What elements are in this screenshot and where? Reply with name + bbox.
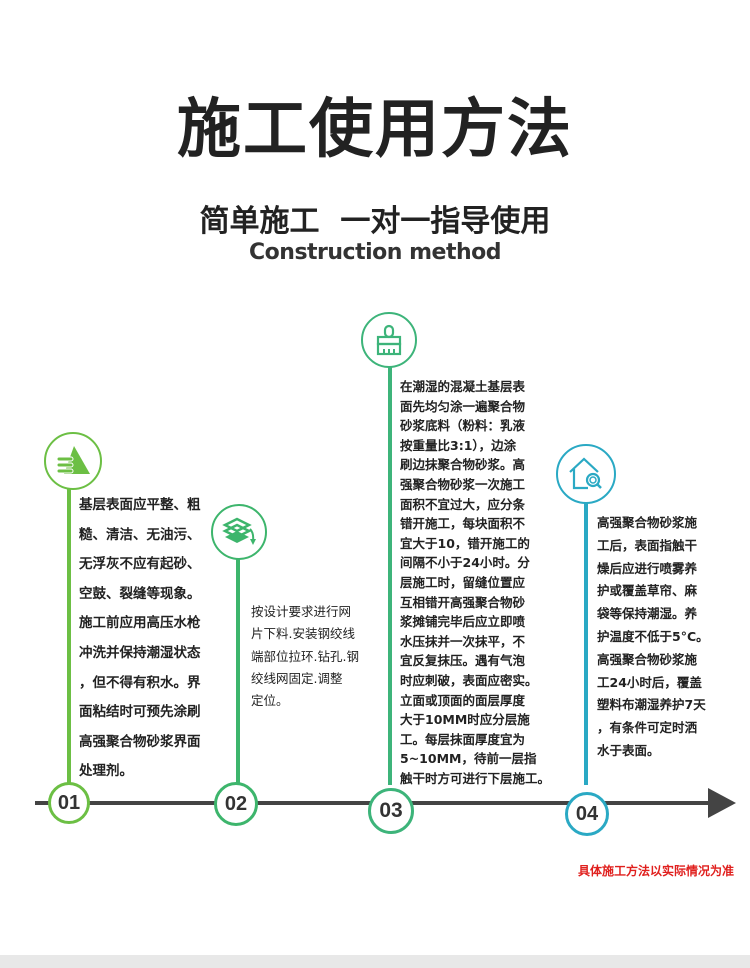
description-line: 糙、清洁、无油污、 [79,526,201,543]
description-line: 间隔不小于24小时。分 [400,555,530,571]
footer-band [0,955,750,968]
description-line: 在潮湿的混凝土基层表 [400,379,526,394]
description-line: 大于10MM时应分层施 [400,712,530,728]
description-line: ，有条件可定时洒 [597,720,698,736]
step-1-icon-circle [44,432,102,490]
step-4-icon-circle [556,444,616,504]
description-line: 宜大于10，错开施工的 [400,535,530,551]
step-1-description: 基层表面应平整、粗糙、清洁、无油污、无浮灰不应有起砂、空鼓、裂缝等现象。施工前应… [79,491,201,787]
timeline-arrow-icon [708,788,736,818]
description-line: 燥后应进行喷雾养 [597,560,698,576]
page-subtitle-english: Construction method [249,240,501,265]
description-line: 高强聚合物砂浆施 [597,515,698,530]
description-line: 空鼓、裂缝等现象。 [79,585,201,602]
step-3-connector [388,365,392,785]
description-line: 护或覆盖草帘、麻 [597,583,698,599]
step-1-connector [67,485,71,785]
description-line: 护温度不低于5°C。 [597,628,709,644]
layers-triangle-icon [56,446,90,474]
description-line: 施工前应用高压水枪 [79,615,201,632]
description-line: 工24小时后，覆盖 [597,674,702,690]
description-line: 浆摊铺完毕后应立即喷 [400,614,526,630]
description-line: 端部位拉环.钻孔.钢 [251,648,359,664]
description-line: 按重量比3:1），边涂 [400,437,517,453]
description-line: 基层表面应平整、粗 [79,497,201,513]
description-line: 无浮灰不应有起砂、 [79,556,201,573]
description-line: 水压抹并一次抹平，不 [400,633,526,649]
description-line: 处理剂。 [79,763,133,780]
page-title: 施工使用方法 [177,93,573,167]
description-line: 立面或顶面的面层厚度 [400,692,526,708]
house-search-icon [569,457,602,490]
brush-icon [376,324,402,356]
step-3-description: 在潮湿的混凝土基层表面先均匀涂一遍聚合物砂浆底料（粉料：乳液按重量比3:1），边… [400,377,550,788]
description-line: 面先均匀涂一遍聚合物 [400,398,526,414]
description-line: 工后，表面指触干 [597,537,698,553]
description-line: 高强聚合物砂浆施 [597,651,698,667]
description-line: 面积不宜过大，应分条 [400,496,526,512]
description-line: 水于表面。 [597,742,660,758]
description-line: 层施工时，留缝位置应 [400,574,526,590]
step-3-icon-circle [361,312,417,368]
description-line: 片下料.安装钢绞线 [251,626,355,642]
description-line: 时应刺破，表面应密实。 [400,672,538,688]
page-subtitle: 简单施工 一对一指导使用 [199,204,551,239]
description-line: 刷边抹聚合物砂浆。高 [400,457,526,473]
step-2-icon-circle [211,504,267,560]
description-line: ，但不得有积水。界 [79,674,201,691]
step-4-connector [584,500,588,785]
description-line: 互相错开高强聚合物砂 [400,594,526,610]
description-line: 宜反复抹压。遇有气泡 [400,653,526,669]
description-line: 高强聚合物砂浆界面 [79,733,201,750]
step-4-description: 高强聚合物砂浆施工后，表面指触干燥后应进行喷雾养护或覆盖草帘、麻袋等保持潮湿。养… [597,512,709,763]
step-4-number: 04 [565,792,609,836]
step-3-number: 03 [368,788,414,834]
description-line: 绞线网固定.调整 [251,670,343,686]
description-line: 按设计要求进行网 [251,604,352,619]
step-2-description: 按设计要求进行网片下料.安装钢绞线端部位拉环.钻孔.钢绞线网固定.调整定位。 [251,601,359,712]
description-line: 砂浆底料（粉料：乳液 [400,418,526,434]
description-line: 错开施工，每块面积不 [400,516,526,532]
description-line: 5~10MM，待前一层指 [400,751,537,767]
description-line: 强聚合物砂浆一次施工 [400,476,526,492]
description-line: 触干时方可进行下层施工。 [400,770,551,786]
step-2-connector [236,555,240,785]
step-1-number: 01 [48,782,90,824]
description-line: 面粘结时可预先涂刷 [79,704,201,721]
description-line: 塑料布潮湿养护7天 [597,697,706,713]
stacked-sheets-icon [222,517,256,545]
description-line: 工。每层抹面厚度宜为 [400,731,526,747]
disclaimer-note: 具体施工方法以实际情况为准 [577,864,734,878]
description-line: 袋等保持潮湿。养 [597,606,698,622]
description-line: 定位。 [251,693,289,709]
description-line: 冲洗并保持潮湿状态 [79,644,201,661]
step-2-number: 02 [214,782,258,826]
